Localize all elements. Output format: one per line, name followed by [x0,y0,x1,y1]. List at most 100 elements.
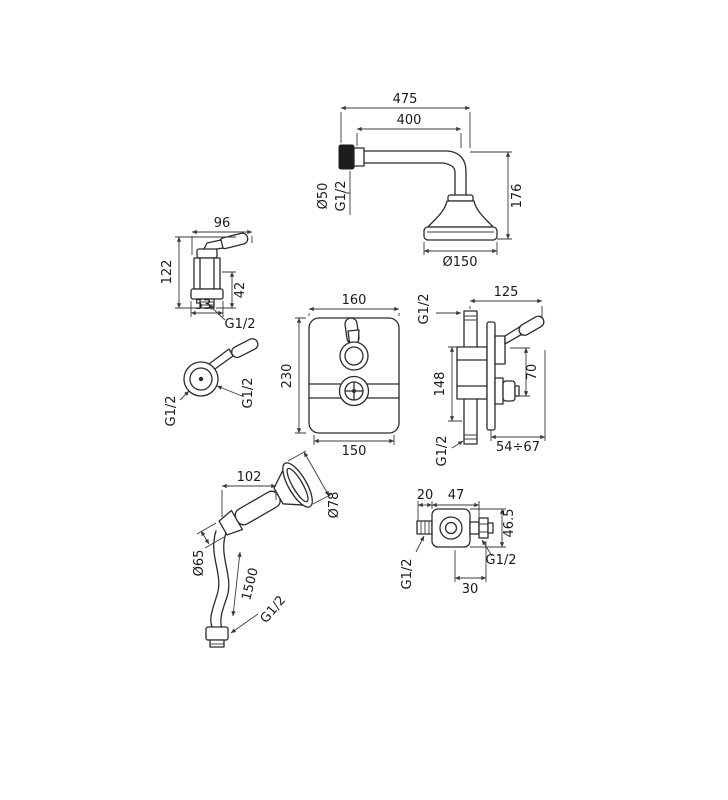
hose-cone [218,509,244,536]
extension-lines [469,306,543,318]
dim-side-depth-range: 54÷67 [496,440,540,455]
dim-side-bottom-thread: G1/2 [435,436,450,467]
dim-mixer-height: 230 [280,364,295,389]
extension-lines [340,112,471,148]
leader-line [415,535,425,553]
dim-line-78dia [303,451,330,497]
lever-escutcheon-inner [344,346,364,366]
nut-detail [479,523,488,533]
knob-center-dot [352,389,356,393]
dim-side-handle-offset: 70 [525,364,540,381]
leader-line [481,539,493,557]
hand-shower-handpiece [218,462,313,536]
extension-lines [175,236,236,309]
dim-handle-length: 102 [237,470,262,485]
dim-outlet-offset: 20 [417,488,434,503]
bottom-escutcheon-profile [494,377,504,405]
side-knob [502,380,516,402]
dim-head-dia: Ø78 [327,492,342,519]
dim-arm-length: 400 [397,113,422,128]
extension-lines [196,522,225,549]
hose-nipple [209,639,225,648]
dim-side-top-thread: G1/2 [417,294,432,325]
extension-lines [295,317,306,434]
valve-bonnet [196,248,218,259]
dim-front-right-thread: G1/2 [241,378,256,409]
mixer-plate [308,317,400,434]
dim-wall-thread: G1/2 [400,559,415,590]
dim-valve-base-width: 53 [195,298,212,313]
flange-extension-line [346,171,351,215]
wall-plate-edge [486,321,496,431]
dim-side-depth: 125 [494,285,519,300]
dim-cone-dia: Ø65 [192,550,207,577]
thread-hatch [420,521,430,534]
stop-valve-side-view: 96 122 53 42 G1/2 [160,216,256,332]
shower-head-bell [427,200,494,228]
center-dot [198,376,204,382]
outlet-circle-inner [444,521,458,535]
dim-outlet-thread: G1/2 [486,553,517,568]
dim-hose-thread: G1/2 [258,593,289,626]
dim-valve-height: 122 [160,260,175,285]
dim-flange-dia: Ø50 [316,183,331,210]
leader-line [230,613,259,634]
lever-grip [231,338,259,359]
lever-escutcheon [339,341,369,371]
mixer-front-view: 160 230 150 [280,293,400,459]
dim-reach-total: 475 [393,92,418,107]
extension-lines [423,242,498,255]
dim-outlet-width: 47 [448,488,465,503]
dim-front-left-thread: G1/2 [164,396,179,427]
outlet-neck [469,521,480,535]
dim-head-dia: Ø150 [442,255,477,270]
dim-wall-thread: G1/2 [334,181,349,212]
side-knob-tip [514,385,520,397]
outlet-nut [478,517,489,539]
valve-body-detail [456,359,488,387]
dim-mixer-width: 160 [342,293,367,308]
dim-outlet-height: 46.5 [502,509,517,538]
hose-outline [220,532,230,630]
spray-face-inner [286,467,309,503]
dim-line-65dia [200,530,210,545]
pipe-thread-hatch [464,315,477,440]
dim-drop-height: 176 [510,184,525,209]
stop-valve-front-view: G1/2 G1/2 [164,338,259,427]
shower-arm-outline [363,162,456,198]
extension-lines [221,490,277,517]
extension-lines [191,236,253,255]
shower-head-rim [423,226,498,241]
leader-line [179,390,190,401]
handle-grip [234,490,281,526]
mixer-side-view: G1/2 125 148 70 G1/2 54÷67 [417,285,546,467]
leader-line [451,440,464,449]
shower-arm-outline [363,150,467,198]
dim-hose-length: 1500 [239,566,262,602]
dim-mixer-plate-width: 150 [342,444,367,459]
wall-outlet-view: 20 47 46.5 G1/2 G1/2 30 [400,488,517,597]
top-escutcheon-profile [494,335,506,365]
dim-valve-outlet-thread: G1/2 [225,317,256,332]
valve-body [193,257,221,290]
side-lever-grip [518,315,545,336]
valve-body-inwall [456,346,488,400]
hose-outline [210,530,220,628]
dim-valve-base-height: 42 [233,282,248,299]
dim-line-1500 [231,551,242,617]
overhead-shower-view: 475 400 Ø50 G1/2 176 Ø150 [316,92,525,270]
wall-pipe [416,520,433,535]
hose-nut [205,626,229,641]
dim-outlet-depth: 30 [462,582,479,597]
arm-fitting [353,147,365,167]
head-collar [447,194,474,202]
dim-valve-width: 96 [214,216,231,231]
leader-line [216,385,243,397]
leader-line [208,304,226,321]
outlet-tip [487,522,494,534]
hand-shower-view: 102 Ø78 Ø65 1500 G1/2 [192,450,342,648]
valve-body-detail [199,257,215,290]
extension-lines [308,313,400,316]
